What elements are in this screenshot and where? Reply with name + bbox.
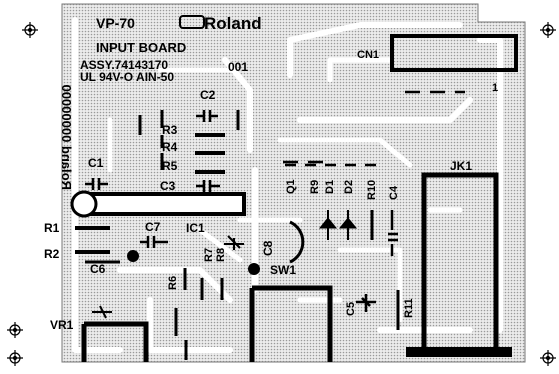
mounting-hole-left-mid bbox=[7, 322, 23, 338]
c7-label: C7 bbox=[145, 220, 161, 234]
revision-label: 001 bbox=[228, 60, 248, 74]
mounting-hole-bottom-right bbox=[540, 350, 556, 366]
mounting-hole-top-right bbox=[540, 22, 556, 38]
ic1-label: IC1 bbox=[186, 221, 205, 235]
r3-label: R3 bbox=[162, 123, 178, 137]
resistor-r9: R9 bbox=[309, 180, 321, 194]
connector-cn1: CN1 1 bbox=[357, 34, 518, 94]
board-header: VP-70 Roland INPUT BOARD ASSY.74143170 0… bbox=[80, 14, 262, 84]
r2-label: R2 bbox=[44, 247, 60, 261]
transistor-q1: Q1 bbox=[283, 160, 323, 194]
capacitor-c3: C3 bbox=[160, 179, 220, 193]
trace-layer bbox=[72, 17, 503, 353]
capacitor-c8: C8 bbox=[261, 220, 305, 264]
resistor-group-r3-r5: R3 R4 R5 bbox=[138, 110, 240, 174]
r1-label: R1 bbox=[44, 221, 60, 235]
diode-d1: D1 bbox=[318, 180, 338, 240]
ic1-package: IC1 bbox=[70, 190, 246, 235]
vr1-label: VR1 bbox=[50, 318, 74, 332]
resistor-r6: R6 bbox=[167, 268, 224, 300]
capacitor-c7: C7 bbox=[140, 220, 168, 248]
potentiometer-vr1: VR1 bbox=[50, 305, 188, 362]
brand-label: Roland bbox=[204, 14, 262, 33]
mirrored-brand-text: Roland 00000000 bbox=[59, 84, 74, 190]
roland-logo: Roland bbox=[179, 14, 262, 33]
c2-label: C2 bbox=[200, 88, 216, 102]
c5-label: C5 bbox=[345, 302, 357, 316]
diode-d2: D2 bbox=[338, 180, 358, 240]
resistor-r7-r8: R7 R8 bbox=[203, 235, 244, 262]
c6-label: C6 bbox=[90, 262, 106, 276]
mounting-hole-top-left bbox=[22, 22, 38, 38]
d1-label: D1 bbox=[324, 180, 336, 194]
capacitor-c4: C4 bbox=[388, 185, 400, 256]
cn1-label: CN1 bbox=[357, 49, 379, 61]
r10-label: R10 bbox=[366, 180, 378, 200]
resistor-r1: R1 bbox=[44, 221, 110, 235]
r8-label: R8 bbox=[215, 248, 227, 262]
mounting-holes bbox=[7, 22, 556, 366]
assembly-number: ASSY.74143170 bbox=[80, 58, 168, 72]
capacitor-c5: C5 bbox=[345, 294, 376, 316]
rating-label: UL 94V-O AIN-50 bbox=[80, 70, 174, 84]
r4-label: R4 bbox=[162, 140, 178, 154]
jack-jk1: JK1 bbox=[406, 159, 512, 357]
switch-sw1: SW1 bbox=[248, 263, 333, 362]
sw1-label: SW1 bbox=[270, 263, 296, 277]
q1-label: Q1 bbox=[285, 179, 297, 194]
mounting-hole-bottom-left bbox=[7, 350, 23, 366]
board-title: INPUT BOARD bbox=[96, 40, 186, 55]
resistor-r2: R2 bbox=[44, 247, 139, 262]
capacitor-c6: C6 bbox=[85, 260, 120, 276]
r7-label: R7 bbox=[203, 248, 215, 262]
jk1-label: JK1 bbox=[450, 159, 472, 173]
r6-label: R6 bbox=[167, 276, 179, 290]
d2-label: D2 bbox=[343, 180, 355, 194]
r5-label: R5 bbox=[162, 159, 178, 173]
c1-label: C1 bbox=[88, 156, 104, 170]
resistor-r11: R11 bbox=[396, 290, 415, 330]
resistor-r10: R10 bbox=[366, 180, 378, 240]
c3-label: C3 bbox=[160, 179, 176, 193]
r11-label: R11 bbox=[403, 298, 415, 318]
r9-label: R9 bbox=[309, 180, 321, 194]
capacitor-c1: C1 bbox=[85, 156, 108, 190]
cn1-pin1-label: 1 bbox=[492, 82, 498, 94]
model-label: VP-70 bbox=[96, 15, 135, 31]
c8-label: C8 bbox=[261, 240, 275, 256]
c4-label: C4 bbox=[388, 185, 400, 200]
capacitor-c2: C2 bbox=[196, 88, 218, 122]
